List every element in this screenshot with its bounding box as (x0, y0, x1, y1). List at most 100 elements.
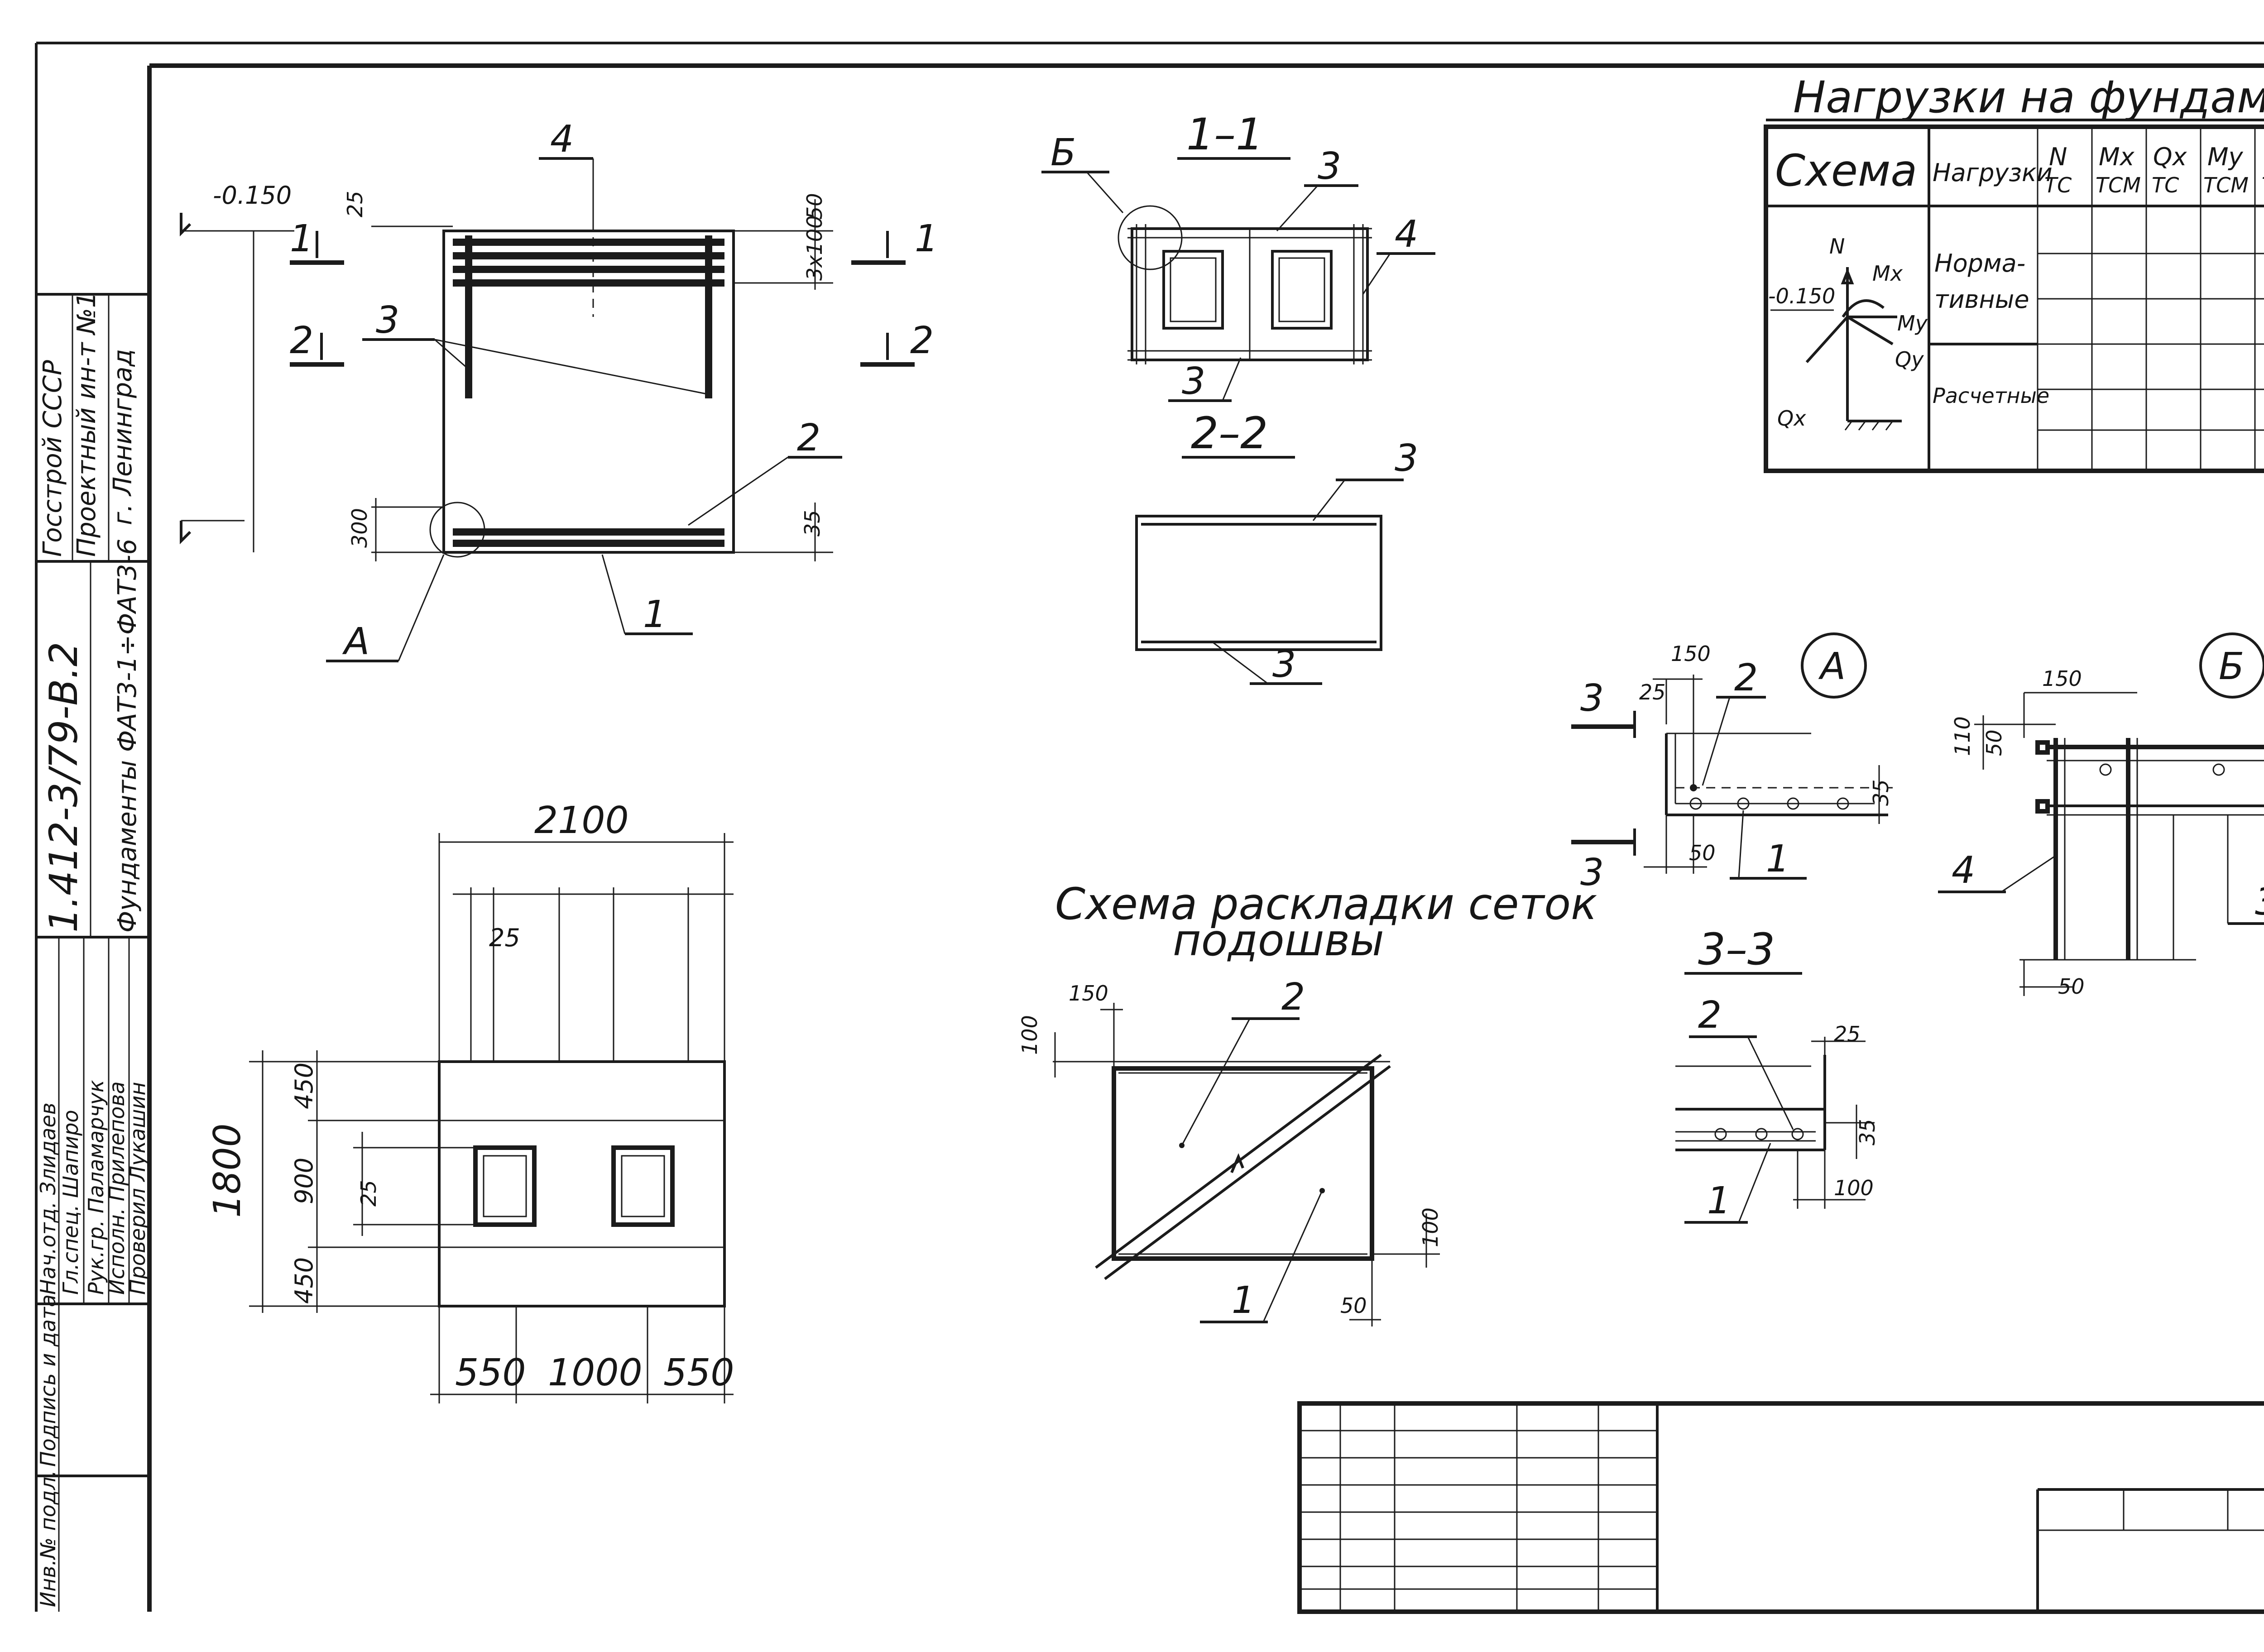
detail-a: А 150 25 35 50 2 1 3 3 (1571, 632, 1893, 894)
elev-callout-1: 1 (643, 593, 667, 636)
elev-section-mark-1-left: 1 (290, 217, 313, 260)
elev-dim-bottom-left: 300 (347, 508, 372, 548)
detail-a-dim-50: 50 (1689, 841, 1716, 865)
elev-callout-3: 3 (376, 299, 399, 342)
loads-table: Нагрузки на фундамент Схема Нагрузки N Т… (1764, 72, 2264, 473)
mesh-title-line1: Схема раскладки сеток (1055, 879, 1597, 929)
elev-section-mark-2-left: 2 (290, 319, 313, 362)
elev-dim-rebar-step: 3х100 (802, 215, 827, 281)
stamp-org-line1: Госстрой СССР (38, 360, 67, 557)
detail-b-callout-3: 3 (2255, 881, 2264, 924)
mesh-callout-1: 1 (1232, 1279, 1255, 1322)
scheme-label-qx: Qx (1777, 406, 1806, 431)
header-n-unit: ТС (2044, 173, 2072, 197)
section-11-callout-b: Б (1050, 131, 1076, 174)
header-my: My (2207, 143, 2244, 171)
elev-dim-top: 25 (343, 191, 367, 217)
stamp-staff-5: Проверил Лукашин (125, 1082, 150, 1295)
title-block (1297, 1401, 2264, 1614)
section-11-callout-4: 4 (1395, 213, 1418, 256)
scheme-label-n: N (1829, 234, 1845, 259)
section-33-dim-25: 25 (1834, 1022, 1861, 1046)
plan-height-total: 1800 (206, 1123, 249, 1218)
stamp-staff-1: Нач.отд. Злидаев (36, 1102, 60, 1295)
stamp-org-line2: Проектный ин-т №1 (72, 292, 101, 557)
stamp-staff-4: Исполн. Прилепова (105, 1081, 129, 1295)
plan-col-dim-3: 550 (663, 1351, 734, 1394)
section-1-1: 1–1 Б 3 4 3 (1041, 109, 1435, 403)
scheme-label-my: My (1897, 311, 1928, 335)
header-mx: Mx (2099, 143, 2135, 171)
mesh-dim-100a: 100 (1017, 1015, 1042, 1055)
plan-dim-25b: 25 (356, 1180, 381, 1207)
plan-dim-25: 25 (489, 924, 520, 952)
detail-b-callout-4: 4 (1952, 849, 1975, 892)
header-n: N (2049, 143, 2067, 171)
stamp-sign-label: Подпись и дата (36, 1294, 60, 1467)
detail-a-dim-25: 25 (1639, 680, 1666, 704)
detail-b-dim-50a: 50 (1982, 729, 2006, 756)
load-scheme-sketch: N Mx My Qy Qx -0.150 (1768, 234, 1928, 431)
detail-b: Б 150 110 50 50 4 3 (1938, 632, 2264, 999)
section-11-callout-3b: 3 (1182, 360, 1205, 403)
header-qx-unit: ТС (2152, 173, 2179, 197)
scheme-label-qy: Qy (1895, 347, 1924, 372)
stamp-staff-3: Рук.гр. Паламарчук (84, 1080, 108, 1295)
mesh-title-line2: подошвы (1173, 915, 1384, 966)
detail-b-dim-50b: 50 (2058, 974, 2085, 999)
row-normative-a: Норма- (1934, 249, 2025, 278)
plan-row-dim-2: 900 (290, 1158, 318, 1204)
stamp-inv-label: Инв.№ подл. (36, 1470, 60, 1607)
elev-callout-2: 2 (797, 417, 820, 460)
elev-dim-right-top: 50 (802, 193, 827, 220)
mesh-dim-150: 150 (1069, 981, 1108, 1006)
detail-a-cut-bottom: 3 (1580, 851, 1604, 894)
mesh-dim-100b: 100 (1418, 1207, 1443, 1247)
elev-section-mark-2-right: 2 (910, 319, 934, 362)
elevation-level: -0.150 (213, 181, 292, 210)
header-load: Нагрузки (1933, 158, 2053, 187)
header-qx: Qx (2153, 143, 2187, 171)
detail-b-mark: Б (2219, 645, 2244, 688)
row-design: Расчетные (1933, 383, 2049, 408)
elev-dim-bottom-right: 35 (800, 510, 825, 536)
detail-a-mark: А (1818, 645, 1846, 688)
plan-col-dim-1: 550 (455, 1351, 526, 1394)
header-qy-unit: ТС (2262, 173, 2264, 197)
detail-a-dim-150: 150 (1671, 642, 1711, 666)
detail-a-dim-35: 35 (1869, 779, 1893, 806)
mesh-layout-scheme: Схема раскладки сеток подошвы 100 150 10… (1017, 879, 1597, 1326)
scheme-label-mx: Mx (1872, 261, 1903, 286)
section-11-title: 1–1 (1186, 109, 1263, 160)
plan-width-total: 2100 (534, 799, 629, 842)
sheet-frame: 37 (35, 42, 2264, 1612)
header-my-unit: ТСМ (2203, 173, 2249, 197)
section-3-3: 3–3 25 35 100 2 1 (1675, 924, 1880, 1224)
section-33-dim-100: 100 (1834, 1176, 1874, 1200)
section-22-callout-3b: 3 (1272, 643, 1296, 686)
elevation-view: -0.150 25 50 3х100 300 35 (180, 118, 938, 663)
stamp-org-line3: г. Ленинград (108, 349, 138, 525)
section-33-callout-1: 1 (1707, 1179, 1731, 1222)
detail-a-callout-2: 2 (1734, 656, 1758, 699)
elev-callout-4: 4 (550, 118, 574, 161)
detail-a-cut-top: 3 (1580, 677, 1604, 720)
section-33-callout-2: 2 (1698, 994, 1722, 1037)
section-33-dim-35: 35 (1855, 1119, 1880, 1145)
mesh-callout-2: 2 (1281, 976, 1305, 1019)
plan-row-dim-1: 450 (290, 1063, 318, 1109)
mesh-dim-50: 50 (1340, 1293, 1367, 1318)
loads-table-title: Нагрузки на фундамент (1793, 72, 2264, 123)
detail-b-dim-150: 150 (2042, 666, 2082, 691)
section-11-callout-3a: 3 (1318, 145, 1341, 188)
plan-row-dim-3: 450 (290, 1257, 318, 1304)
detail-a-callout-1: 1 (1766, 838, 1789, 881)
section-33-title: 3–3 (1698, 924, 1775, 975)
plan-view: 2100 25 1800 450 900 450 25 550 1000 550 (206, 799, 734, 1403)
header-scheme: Схема (1775, 145, 1917, 196)
plan-col-dim-2: 1000 (548, 1351, 643, 1394)
elev-section-mark-1-right: 1 (915, 217, 938, 260)
side-stamp: Госстрой СССР Проектный ин-т №1 г. Ленин… (36, 292, 150, 1612)
scheme-label-level: -0.150 (1768, 284, 1835, 308)
